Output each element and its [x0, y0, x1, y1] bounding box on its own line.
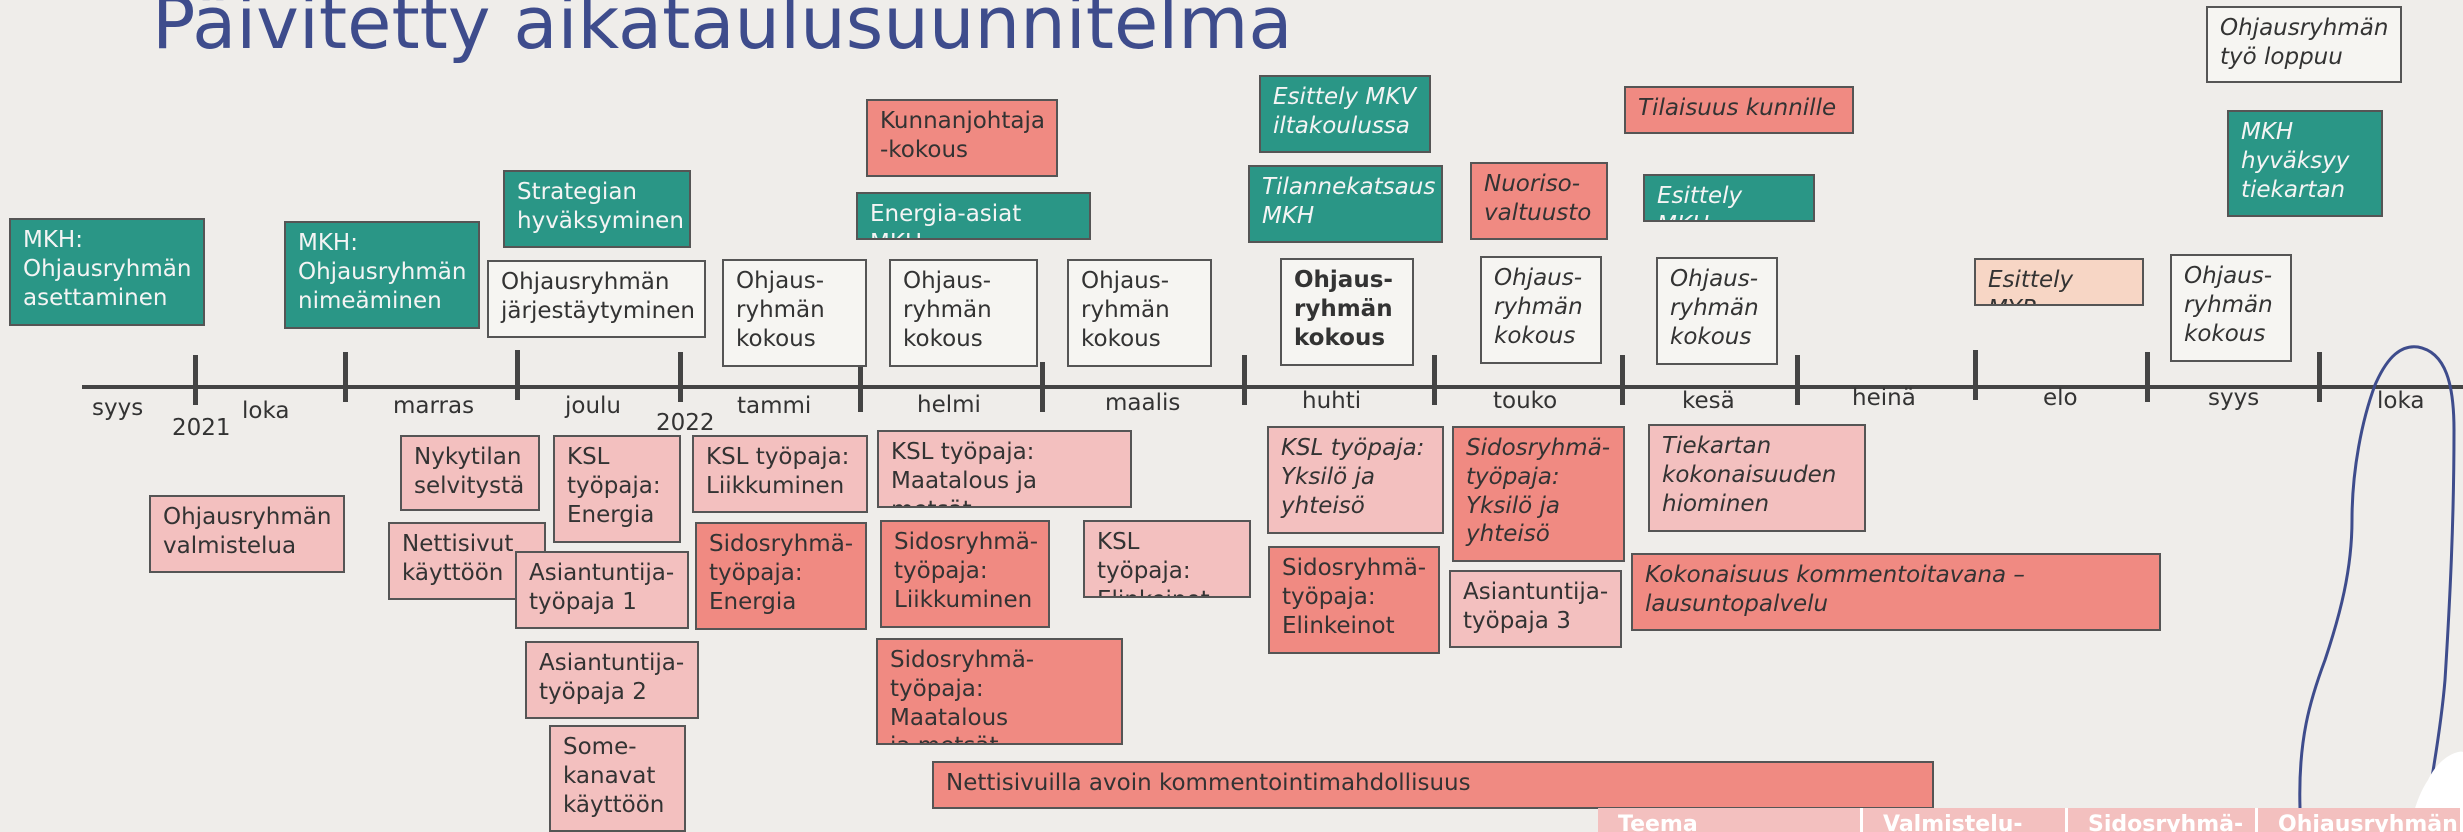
month-label: maalis	[1105, 390, 1181, 416]
task-asiantuntija-3: Asiantuntija- työpaja 3	[1449, 570, 1622, 648]
month-label: loka	[2377, 388, 2425, 414]
task-kokonaisuus: Kokonaisuus kommentoitavana – lausuntopa…	[1631, 553, 2161, 631]
task-ksl-maatalous: KSL työpaja: Maatalous ja metsät	[877, 430, 1132, 508]
table-header-sidosryhma: Sidosryhmä-	[2068, 808, 2258, 832]
month-label: kesä	[1682, 388, 1735, 414]
event-kokous-huhti: Ohjaus- ryhmän kokous	[1280, 258, 1414, 366]
task-somekanavat: Some- kanavat käyttöön	[549, 725, 686, 832]
month-label: huhti	[1302, 388, 1362, 414]
timeline-tick	[1973, 350, 1978, 400]
task-ksl-elinkeinot: KSL työpaja: Elinkeinot	[1083, 520, 1251, 598]
timeline-tick	[1040, 362, 1045, 412]
month-label: heinä	[1852, 385, 1916, 411]
task-nettisivuilla: Nettisivuilla avoin kommentointimahdolli…	[932, 761, 1934, 809]
task-tiekartan: Tiekartan kokonaisuuden hiominen	[1648, 424, 1866, 532]
event-tilannekatsaus: Tilannekatsaus MKH	[1248, 165, 1443, 243]
month-label: tammi	[737, 393, 812, 419]
event-mkh-asettaminen: MKH: Ohjausryhmän asettaminen	[9, 218, 205, 326]
month-label: syys	[2208, 385, 2260, 411]
event-nuorisovaltuusto: Nuoriso- valtuusto	[1470, 162, 1608, 240]
timeline-tick	[1432, 355, 1437, 405]
event-esittely-mkv: Esittely MKV iltakoulussa	[1259, 75, 1431, 153]
slide-title: Päivitetty aikataulusuunnitelma	[152, 0, 1293, 65]
year-label: 2022	[656, 410, 715, 436]
task-sidos-liikkuminen: Sidosryhmä- työpaja: Liikkuminen	[880, 520, 1050, 628]
event-kokous-kesa: Ohjaus- ryhmän kokous	[1656, 257, 1778, 365]
month-label: elo	[2043, 385, 2078, 411]
event-mkh-hyvaksyy: MKH hyväksyy tiekartan	[2227, 110, 2383, 217]
event-kokous-maalis: Ohjaus- ryhmän kokous	[1067, 259, 1212, 367]
month-label: touko	[1493, 388, 1558, 414]
month-label: helmi	[917, 392, 981, 418]
year-label: 2021	[172, 415, 231, 441]
task-sidos-yksilo: Sidosryhmä- työpaja: Yksilö ja yhteisö	[1452, 426, 1625, 562]
month-label: marras	[393, 393, 475, 419]
table-header-ohjausryhma: Ohjausryhmän	[2258, 808, 2463, 832]
task-asiantuntija-2: Asiantuntija- työpaja 2	[525, 641, 699, 719]
event-kokous-touko: Ohjaus- ryhmän kokous	[1480, 256, 1602, 364]
table-header-valmistelu: Valmistelu-	[1863, 808, 2068, 832]
timeline-tick	[858, 362, 863, 412]
event-esittely-mkh: Esittely MKH	[1643, 174, 1815, 222]
task-sidos-maatalous: Sidosryhmä- työpaja: Maatalous ja metsät	[876, 638, 1123, 745]
timeline-tick	[515, 350, 520, 400]
timeline-tick	[1795, 355, 1800, 405]
bottom-table-header: Teema Valmistelu- Sidosryhmä- Ohjausryhm…	[1598, 808, 2463, 832]
task-sidos-energia: Sidosryhmä- työpaja: Energia	[695, 522, 867, 630]
table-header-teema: Teema	[1598, 808, 1863, 832]
event-kunnanjohtaja: Kunnanjohtaja -kokous	[866, 99, 1058, 177]
task-asiantuntija-1: Asiantuntija- työpaja 1	[515, 551, 689, 629]
event-tilaisuus-kunnille: Tilaisuus kunnille	[1624, 86, 1854, 134]
event-energia-mkh: Energia-asiat MKH	[856, 192, 1091, 240]
task-ksl-energia: KSL työpaja: Energia	[553, 435, 681, 543]
task-ksl-yksilo: KSL työpaja: Yksilö ja yhteisö	[1267, 426, 1444, 534]
timeline-tick	[1242, 355, 1247, 405]
timeline-tick	[678, 352, 683, 402]
event-tyo-loppuu: Ohjausryhmän työ loppuu	[2206, 6, 2402, 83]
task-nykytilan: Nykytilan selvitystä	[400, 435, 540, 511]
month-label: syys	[92, 395, 144, 421]
event-mkh-nimeaminen: MKH: Ohjausryhmän nimeäminen	[284, 221, 480, 329]
task-ksl-liikkuminen: KSL työpaja: Liikkuminen	[692, 435, 868, 513]
event-kokous-tammi: Ohjaus- ryhmän kokous	[722, 259, 867, 367]
timeline-tick	[2317, 352, 2322, 402]
timeline-axis	[82, 385, 2463, 389]
task-nettisivut: Nettisivut käyttöön	[388, 522, 546, 600]
event-strategian-hyvaksyminen: Strategian hyväksyminen	[503, 170, 691, 248]
timeline-tick	[2145, 352, 2150, 402]
task-valmistelua: Ohjausryhmän valmistelua	[149, 495, 345, 573]
timeline-tick	[1620, 355, 1625, 405]
month-label: loka	[242, 398, 290, 424]
event-kokous-helmi: Ohjaus- ryhmän kokous	[889, 259, 1038, 367]
task-sidos-elinkeinot: Sidosryhmä- työpaja: Elinkeinot	[1268, 546, 1440, 654]
timeline-tick	[343, 352, 348, 402]
timeline-tick	[193, 355, 198, 405]
curve-path	[2298, 345, 2456, 811]
event-jarjestaytyminen: Ohjausryhmän järjestäytyminen	[487, 260, 706, 338]
event-esittely-myr: Esittely MYR	[1974, 258, 2144, 306]
month-label: joulu	[565, 393, 622, 419]
event-kokous-syys: Ohjaus- ryhmän kokous	[2170, 254, 2292, 362]
